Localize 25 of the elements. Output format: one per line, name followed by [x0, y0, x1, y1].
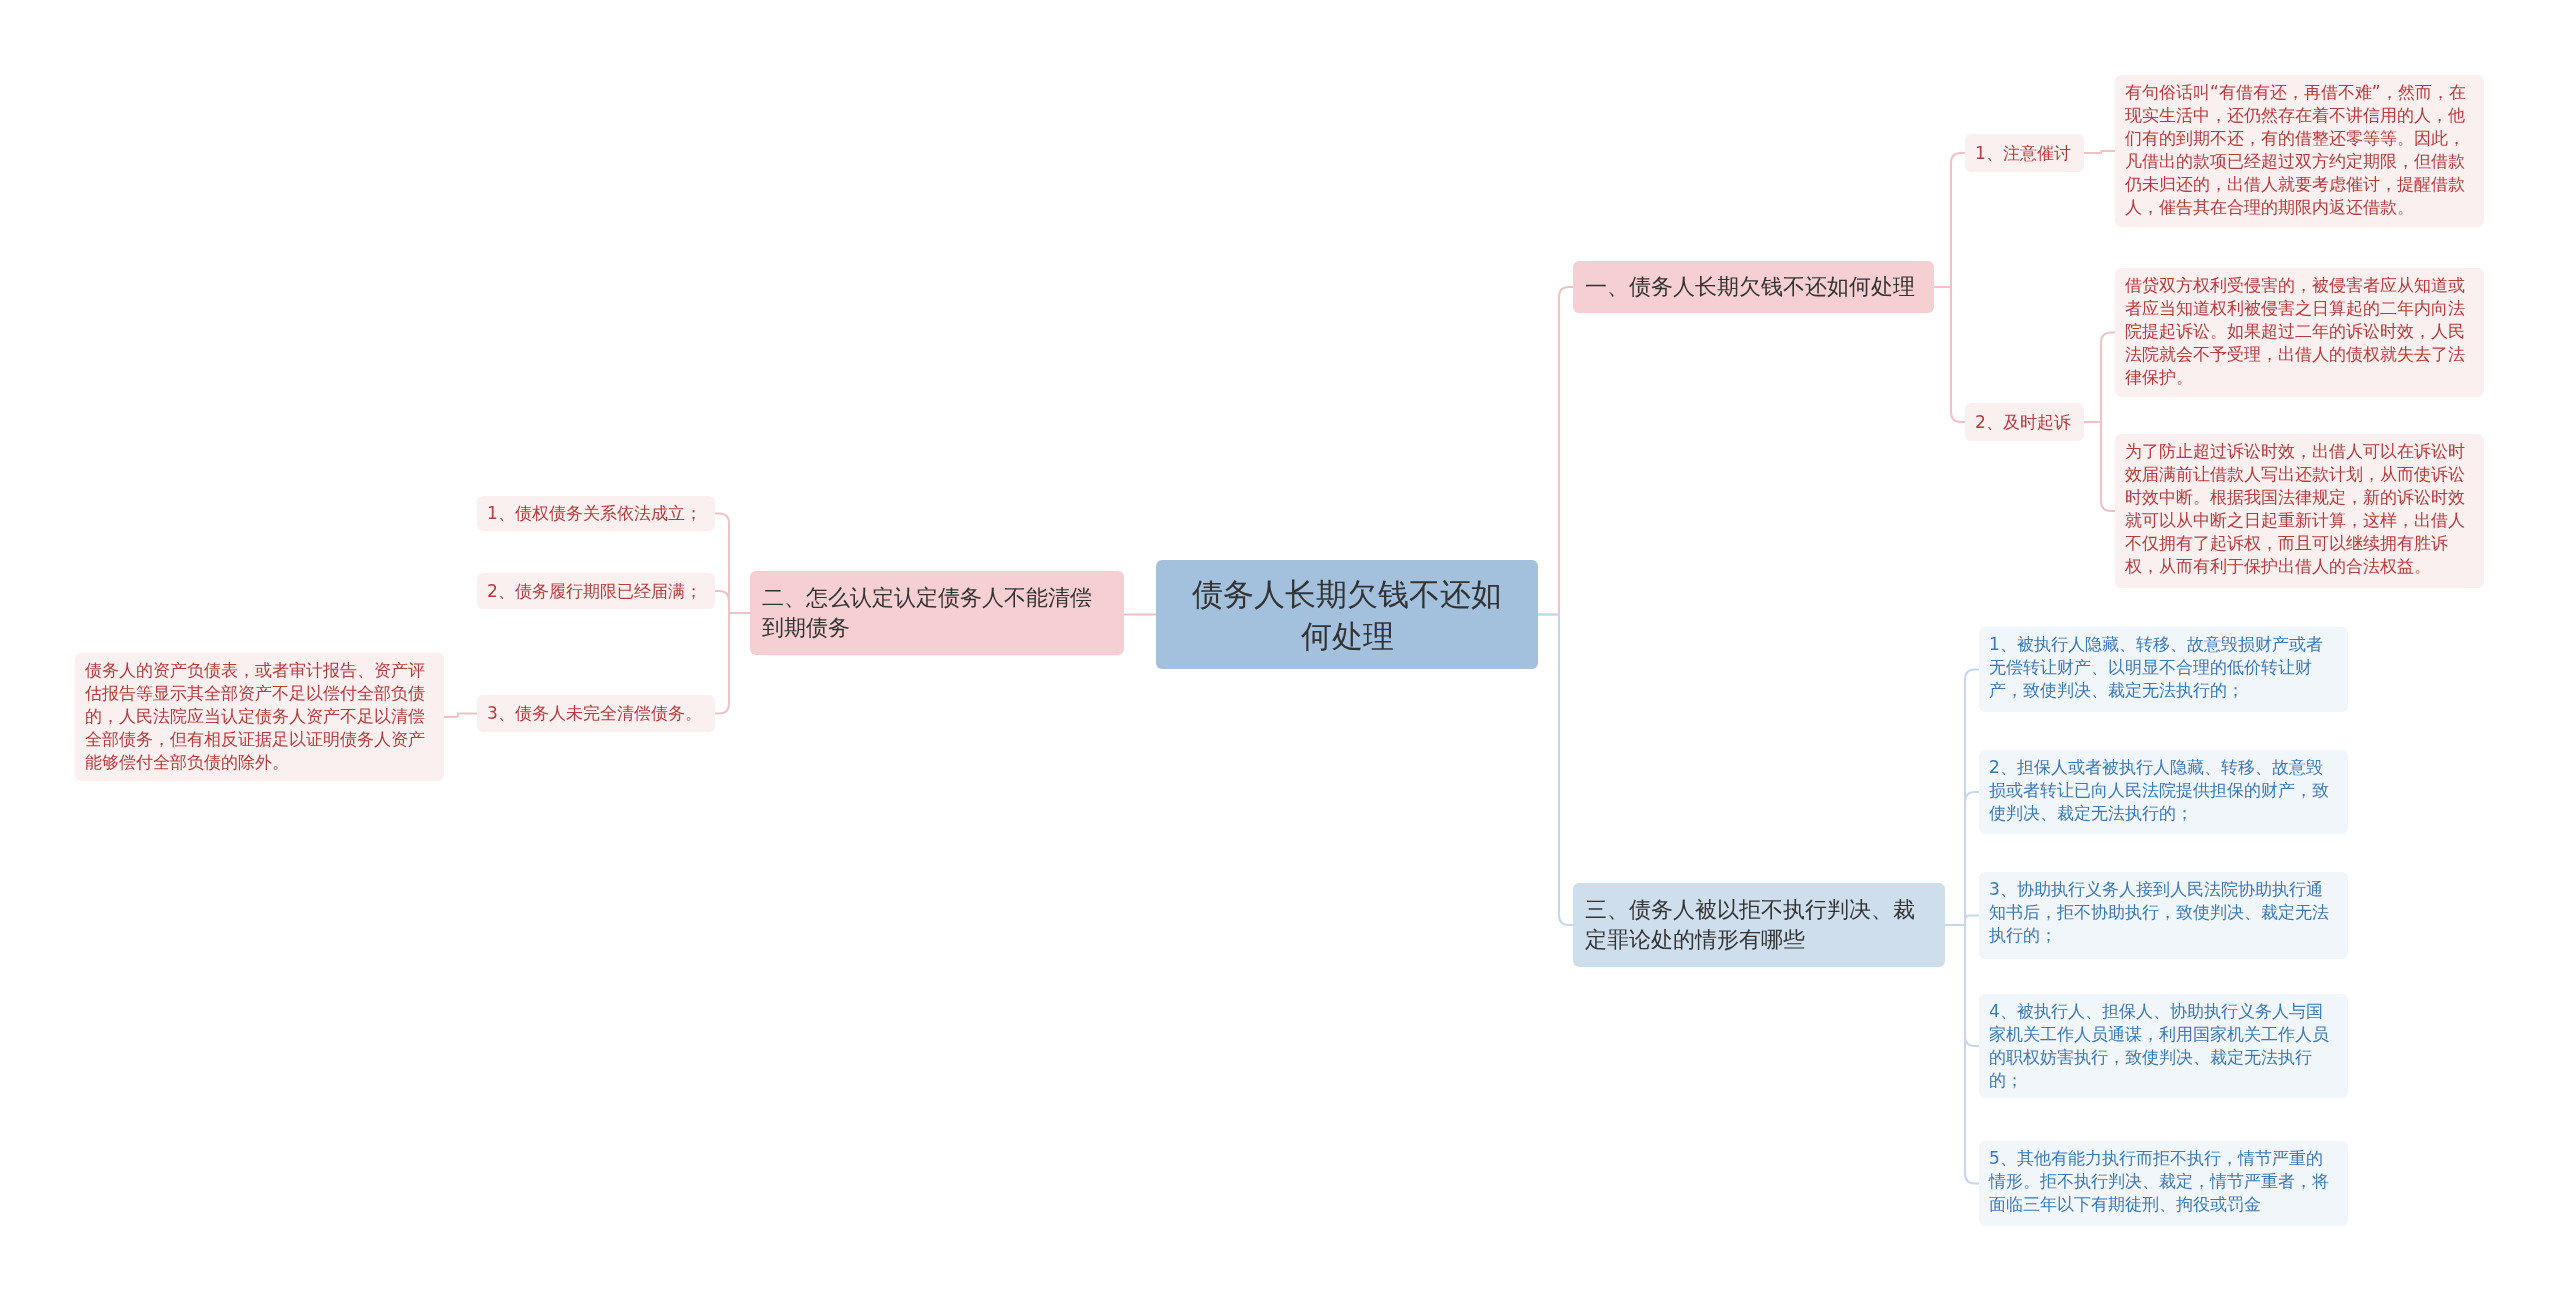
detail-box: 借贷双方权利受侵害的，被侵害者应从知道或者应当知道权利被侵害之日算起的二年内向法院提起诉讼。如果超过二年的诉讼时效，人民法院就会不予受理，出借人的债权就失去了法律保护。 [2115, 268, 2484, 397]
detail-box: 有句俗话叫“有借有还，再借不难”，然而，在现实生活中，还仍然存在着不讲信用的人，他们有的到期不还，有的借整还零等等。因此，凡借出的款项已经超过双方约定期限，但借款仍未归还的，出借人就要考虑催讨，提醒借款人，催告其在合理的期限内返还借款。 [2115, 75, 2484, 227]
central-topic-box: 债务人长期欠钱不还如何处理 [1156, 560, 1538, 669]
detail-box: 1、被执行人隐藏、转移、故意毁损财产或者无偿转让财产、以明显不合理的低价转让财产，致使判决、裁定无法执行的； [1979, 627, 2348, 712]
connector-line [2083, 150, 2116, 154]
detail-box: 4、被执行人、担保人、协助执行义务人与国家机关工作人员通谋，利用国家机关工作人员的职权妨害执行，致使判决、裁定无法执行的； [1979, 994, 2348, 1098]
connector-line [714, 612, 751, 715]
subtopic-box: 3、债务人未完全清偿债务。 [477, 695, 715, 732]
detail-box: 5、其他有能力执行而拒不执行，情节严重的情形。拒不执行判决、裁定，情节严重者，将面临三年以下有期徒刑、拘役或罚金 [1979, 1141, 2348, 1226]
connector-line [1944, 924, 1980, 1185]
subtopic-box: 1、注意催讨 [1965, 134, 2084, 172]
subtopic-box: 2、及时起诉 [1965, 403, 2084, 441]
topic-box: 三、债务人被以拒不执行判决、裁定罪论处的情形有哪些 [1573, 883, 1945, 967]
topic-box: 一、债务人长期欠钱不还如何处理 [1573, 261, 1934, 313]
detail-box: 2、担保人或者被执行人隐藏、转移、故意毁损或者转让已向人民法院提供担保的财产，致使判决、裁定无法执行的； [1979, 750, 2348, 834]
connector-line [443, 712, 478, 718]
subtopic-box: 2、债务履行期限已经届满； [477, 573, 715, 609]
connector-line [1537, 613, 1574, 926]
connector-line [1933, 286, 1966, 423]
subtopic-box: 1、债权债务关系依法成立； [477, 496, 715, 531]
detail-box: 为了防止超过诉讼时效，出借人可以在诉讼时效届满前让借款人写出还款计划，从而使诉讼时效中断。根据我国法律规定，新的诉讼时效就可以从中断之日起重新计算，这样，出借人不仅拥有了起诉权，而且可以继续拥有胜诉权，从而有利于保护出借人的合法权益。 [2115, 434, 2484, 588]
connector-line [1123, 613, 1157, 616]
detail-box: 债务人的资产负债表，或者审计报告、资产评估报告等显示其全部资产不足以偿付全部负债的，人民法院应当认定债务人资产不足以清偿全部债务，但有相反证据足以证明债务人资产能够偿付全部负债的除外。 [75, 653, 444, 781]
topic-box: 二、怎么认定认定债务人不能清偿到期债务 [750, 571, 1124, 655]
detail-box: 3、协助执行义务人接到人民法院协助执行通知书后，拒不协助执行，致使判决、裁定无法执行的； [1979, 872, 2348, 959]
